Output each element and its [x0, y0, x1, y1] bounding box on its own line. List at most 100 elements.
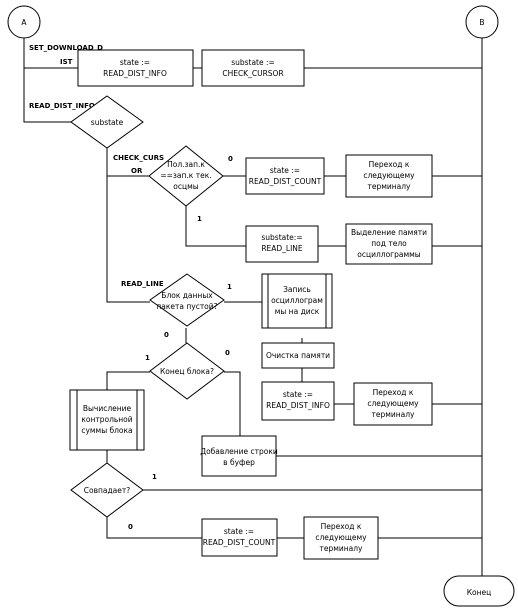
process-p3: state := READ_DIST_COUNT — [245, 157, 325, 195]
process-p14-line: терминалу — [319, 544, 363, 553]
process-p10-shape — [353, 382, 433, 426]
connector-b-label: B — [479, 18, 484, 27]
process-p14-line: следующему — [315, 533, 367, 542]
end-terminator-shape — [443, 575, 515, 607]
process-p7-line: осциллограм — [271, 296, 323, 305]
process-p10-line: следующему — [367, 399, 419, 408]
process-p12-line: в буфер — [223, 458, 255, 467]
end-terminator-label: Конец — [467, 588, 492, 597]
decision-d4-line: Совпадает? — [84, 486, 131, 495]
decision-d4: Совпадает? — [70, 462, 144, 518]
end-terminator: Конец — [443, 575, 515, 607]
branch-label-d4-no: 0 — [128, 523, 133, 531]
flow-lines — [23, 38, 483, 576]
process-p9-line: state := — [283, 390, 313, 399]
process-p1: state := READ_DIST_INFO — [77, 49, 194, 87]
process-p7-line: мы на диск — [275, 307, 320, 316]
process-p6-line: Выделение памяти — [351, 228, 427, 237]
branch-label-d1-no: 0 — [228, 155, 233, 163]
decision-d1-line: осцмы — [173, 182, 198, 191]
process-p11-shape — [69, 389, 145, 451]
decision-d4-shape — [70, 462, 144, 518]
process-p2-line: CHECK_CURSOR — [222, 69, 283, 78]
process-p1-shape — [77, 49, 194, 87]
process-p14-line: Переход к — [321, 522, 362, 531]
process-p11-line: Вычисление — [83, 404, 132, 413]
process-p14-shape — [303, 516, 379, 560]
decision-substate: substate — [70, 95, 144, 149]
process-p4-shape — [345, 154, 433, 198]
process-p3-line: state := — [270, 166, 300, 175]
process-p4: Переход к следующему терминалу — [345, 154, 433, 198]
connector-a: A — [7, 5, 41, 39]
process-p14: Переход к следующему терминалу — [303, 516, 379, 560]
decision-d2-line: Блок данных — [161, 291, 213, 300]
branch-label-d1-yes: 1 — [197, 215, 202, 223]
process-p5-line: READ_LINE — [261, 244, 303, 253]
process-p2-shape — [201, 49, 305, 87]
process-p11-line: контрольной — [81, 415, 132, 424]
process-p5-line: substate:= — [261, 233, 302, 242]
label-set-download-dist-1: SET_DOWNLOAD_D — [29, 44, 103, 52]
process-p12-line: Добавление строки — [200, 447, 278, 456]
process-p10-line: Переход к — [373, 388, 414, 397]
process-p8: Очистка памяти — [261, 342, 335, 369]
connector-a-shape — [7, 5, 41, 39]
decision-d1-shape — [148, 145, 224, 207]
decision-d3-line: Конец блока? — [160, 367, 214, 376]
process-p5: substate:= READ_LINE — [245, 225, 319, 263]
process-p6-shape — [345, 223, 433, 265]
process-p1-line: state := — [120, 58, 150, 67]
process-p9-line: READ_DIST_INFO — [266, 401, 330, 410]
connector-a-label: A — [21, 18, 27, 27]
process-p8-line: Очистка памяти — [266, 351, 330, 360]
branch-label-d3-yes: 1 — [145, 354, 150, 362]
process-p13: state := READ_DIST_COUNT — [201, 518, 278, 557]
label-read-dist-info: READ_DIST_INFO — [29, 102, 95, 110]
process-p6-line: осциллограммы — [357, 250, 420, 259]
label-set-download-dist-2: IST — [60, 58, 73, 66]
label-read-line: READ_LINE — [121, 280, 164, 288]
decision-substate-line: substate — [91, 118, 124, 127]
process-p10: Переход к следующему терминалу — [353, 382, 433, 426]
process-p2-line: substate := — [231, 58, 275, 67]
process-p4-line: Переход к — [369, 160, 410, 169]
process-p10-line: терминалу — [371, 410, 415, 419]
branch-label-d2-no: 0 — [164, 331, 169, 339]
process-p6: Выделение памяти под тело осциллограммы — [345, 223, 433, 265]
process-p12-shape — [201, 435, 277, 477]
connector-b: B — [465, 5, 499, 39]
process-p11-line: суммы блока — [81, 426, 132, 435]
label-check-cursor-2: OR — [131, 167, 143, 175]
process-p9-shape — [261, 381, 335, 421]
decision-substate-shape — [70, 95, 144, 149]
branch-labels: 0 1 1 0 1 0 1 0 — [128, 155, 233, 531]
process-p12: Добавление строки в буфер — [200, 435, 278, 477]
process-p8-shape — [261, 342, 335, 369]
process-p7-line: Запись — [283, 285, 311, 294]
process-p3-shape — [245, 157, 325, 195]
decision-d2-shape — [149, 273, 225, 327]
decision-d1-line: ==зап.к тек. — [160, 171, 211, 180]
process-p11: Вычисление контрольной суммы блока — [69, 389, 145, 451]
branch-label-d3-no: 0 — [225, 349, 230, 357]
decision-d1-line: Пол.зап.к — [167, 160, 205, 169]
label-check-cursor-1: CHECK_CURS — [113, 154, 164, 162]
process-p13-line: state := — [224, 527, 254, 536]
process-p1-line: READ_DIST_INFO — [103, 69, 167, 78]
process-p4-line: следующему — [363, 171, 415, 180]
decision-d3-shape — [149, 342, 225, 400]
decision-d2: Блок данных пакета пустой? — [149, 273, 225, 327]
state-labels: SET_DOWNLOAD_D IST READ_DIST_INFO CHECK_… — [29, 44, 164, 288]
decision-d2-line: пакета пустой? — [156, 302, 217, 311]
process-p4-line: терминалу — [367, 182, 411, 191]
branch-label-d4-yes: 1 — [152, 473, 157, 481]
process-p6-line: под тело — [371, 239, 407, 248]
process-p2: substate := CHECK_CURSOR — [201, 49, 305, 87]
process-p9: state := READ_DIST_INFO — [261, 381, 335, 421]
branch-label-d2-yes: 1 — [227, 283, 232, 291]
process-p7-shape — [261, 273, 333, 329]
process-p5-shape — [245, 225, 319, 263]
process-p3-line: READ_DIST_COUNT — [249, 177, 322, 186]
